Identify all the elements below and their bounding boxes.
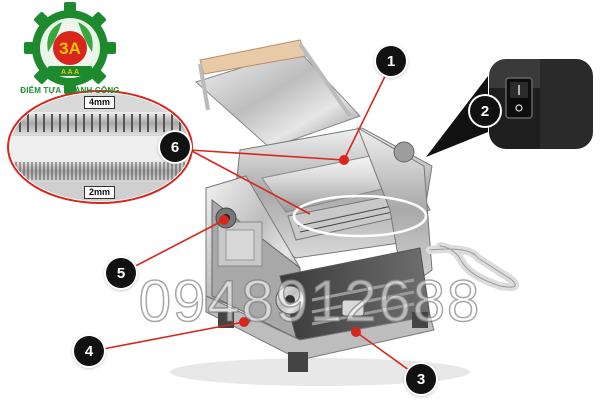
logo-stars-text: A A A [61,69,79,76]
callout-2: 2 [470,96,500,126]
callout-6: 6 [160,132,190,162]
switch-detail-inset [487,57,595,151]
callout-dot-4 [239,317,249,327]
switch-inset-pointer [426,76,488,157]
callout-5: 5 [106,258,136,288]
callout-dot-5 [219,215,229,225]
logo-badge [53,31,87,65]
speed-knob-icon [341,299,365,317]
brand-logo: 3A A A A [24,2,116,94]
logo-caption: ĐIỂM TỰA THÀNH CÔNG [20,86,120,95]
pasta-machine [170,39,519,386]
comb-highlight [292,194,428,238]
inset-label-2mm: 2mm [84,186,116,199]
cutter-detail-inset [7,90,193,204]
callout-3: 3 [406,364,436,394]
callout-lines [97,65,421,379]
callout-dot-1 [339,155,349,165]
callout-4: 4 [74,336,104,366]
logo-badge-text: 3A [59,39,81,58]
phone-watermark: 0948912688 [138,268,482,335]
callout-1: 1 [376,46,406,76]
callout-dot-3 [351,327,361,337]
inset-label-4mm: 4mm [84,96,116,109]
machine-base [205,295,435,361]
